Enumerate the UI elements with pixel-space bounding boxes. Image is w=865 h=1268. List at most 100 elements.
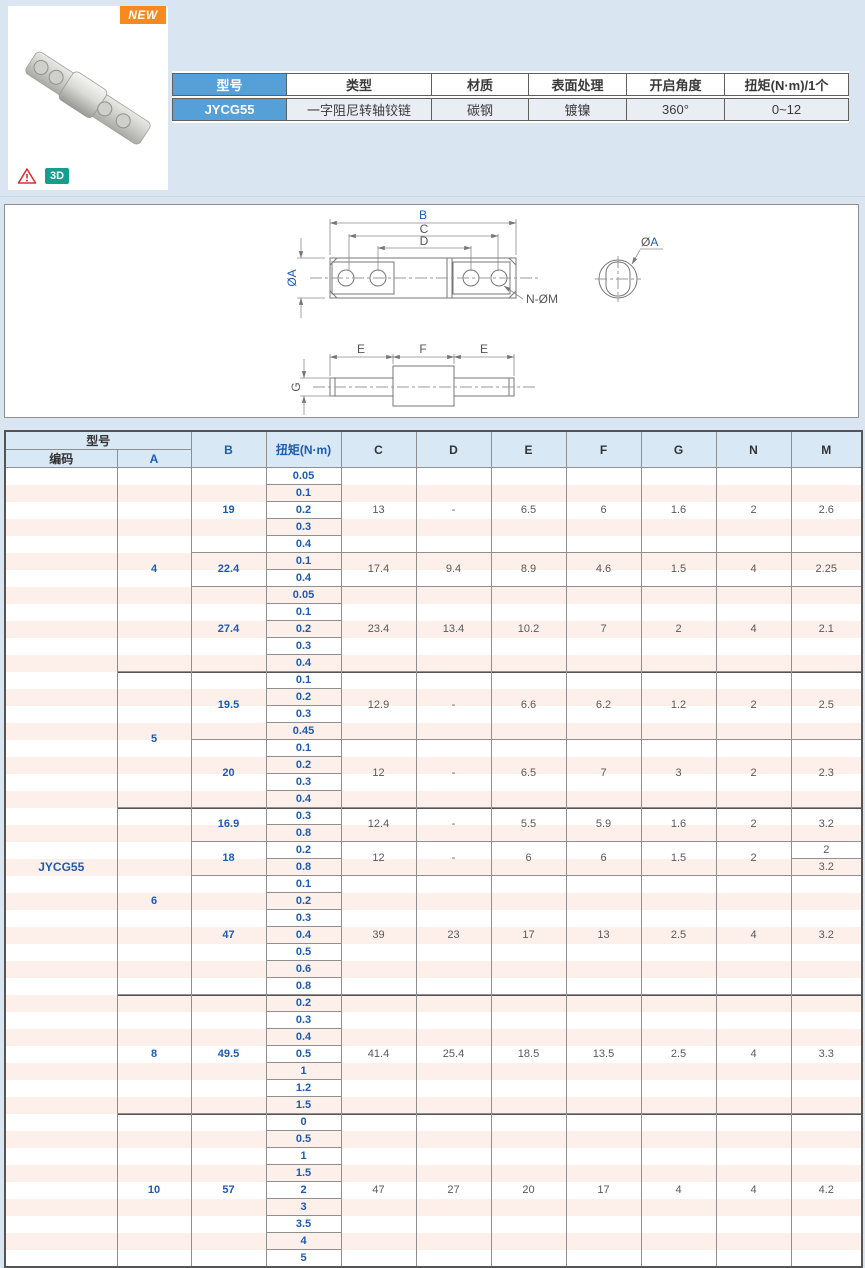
val-cell: 27 [415, 1113, 492, 1268]
product-image-panel: NEW 3D [8, 6, 168, 190]
dim-label-e1: E [357, 342, 365, 356]
val-cell: 6 [490, 841, 567, 876]
spec-value-model: JYCG55 [172, 98, 287, 121]
col-header-b: B [190, 430, 267, 468]
val-cell: 12.4 [340, 807, 417, 842]
val-cell: 2.6 [790, 467, 863, 553]
val-cell: 4 [640, 1113, 717, 1268]
torque-cell: 0.3 [265, 773, 342, 791]
torque-cell: 0.3 [265, 807, 342, 825]
col-header-code: 编码 [4, 449, 118, 468]
val-cell: 12 [340, 739, 417, 808]
val-cell: 23.4 [340, 586, 417, 672]
torque-cell: 0.05 [265, 586, 342, 604]
val-cell: 4.6 [565, 552, 642, 587]
torque-cell: 0.2 [265, 756, 342, 774]
technical-drawing: B C D ØA N-ØM ØA [285, 208, 663, 415]
warning-icon[interactable] [17, 167, 37, 185]
val-cell: 3.2 [790, 875, 863, 995]
val-cell: - [415, 841, 492, 876]
val-cell: 13.4 [415, 586, 492, 672]
torque-cell: 5 [265, 1249, 342, 1268]
torque-cell: 0.1 [265, 739, 342, 757]
3d-model-badge[interactable]: 3D [45, 168, 69, 184]
val-cell: 2.5 [640, 994, 717, 1114]
val-cell: 2.5 [790, 671, 863, 740]
val-cell: 5.9 [565, 807, 642, 842]
spec-value-type: 一字阻尼转轴铰链 [287, 98, 432, 121]
torque-cell: 3 [265, 1198, 342, 1216]
val-cell: 3 [640, 739, 717, 808]
torque-cell: 0.1 [265, 875, 342, 893]
val-cell: 2.3 [790, 739, 863, 808]
val-cell: 47 [340, 1113, 417, 1268]
torque-cell: 0.3 [265, 909, 342, 927]
b-cell: 19 [190, 467, 267, 553]
val-cell: 6.5 [490, 467, 567, 553]
val-cell: 6 [565, 467, 642, 553]
spec-header-model: 型号 [172, 73, 287, 96]
val-cell: 4 [715, 552, 792, 587]
val-cell: 12.9 [340, 671, 417, 740]
val-cell: 4 [715, 1113, 792, 1268]
dim-label-e2: E [480, 342, 488, 356]
spec-value-torque: 0~12 [725, 98, 849, 121]
torque-cell: 0.2 [265, 688, 342, 706]
val-cell: 25.4 [415, 994, 492, 1114]
col-header-a: A [116, 449, 192, 468]
torque-cell: 0.2 [265, 841, 342, 859]
table-row: 0.5 [5, 943, 862, 961]
dim-label-d: D [420, 234, 429, 248]
torque-cell: 0.4 [265, 790, 342, 808]
col-header-model: 型号 [4, 430, 192, 450]
col-header-c: C [340, 430, 417, 468]
val-cell: 18.5 [490, 994, 567, 1114]
b-cell: 20 [190, 739, 267, 808]
spec-value-material: 碳钢 [432, 98, 529, 121]
val-cell: 2 [715, 739, 792, 808]
dim-label-b: B [419, 208, 427, 222]
val-cell: 5.5 [490, 807, 567, 842]
torque-cell: 0.2 [265, 994, 342, 1012]
val-cell: 4 [715, 586, 792, 672]
torque-cell: 0.1 [265, 484, 342, 502]
val-cell: 6.5 [490, 739, 567, 808]
torque-cell: 0.2 [265, 892, 342, 910]
b-cell: 57 [190, 1113, 267, 1268]
torque-cell: 0.4 [265, 654, 342, 672]
new-badge: NEW [120, 6, 166, 24]
spec-header-material: 材质 [432, 73, 529, 96]
spec-header-angle: 开启角度 [627, 73, 725, 96]
torque-cell: 1 [265, 1062, 342, 1080]
val-cell: 6.6 [490, 671, 567, 740]
torque-cell: 0.4 [265, 926, 342, 944]
val-cell: 2 [715, 671, 792, 740]
torque-cell: 0.45 [265, 722, 342, 740]
val-cell: 2.25 [790, 552, 863, 587]
val-cell: 2 [715, 467, 792, 553]
torque-cell: 0.1 [265, 603, 342, 621]
val-cell: - [415, 739, 492, 808]
col-header-m: M [790, 430, 863, 468]
val-cell: 2 [640, 586, 717, 672]
col-header-e: E [490, 430, 567, 468]
dim-label-f: F [419, 342, 426, 356]
val-cell: 4 [715, 994, 792, 1114]
b-cell: 27.4 [190, 586, 267, 672]
val-cell: 13 [340, 467, 417, 553]
val-cell: 2.1 [790, 586, 863, 672]
torque-cell: 0.4 [265, 569, 342, 587]
code-cell: JYCG55 [4, 467, 118, 1268]
dim-label-oa-right: ØA [641, 235, 658, 249]
b-cell: 18 [190, 841, 267, 876]
torque-cell: 0.1 [265, 552, 342, 570]
val-cell: 3.2 [790, 807, 863, 842]
val-cell: 1.5 [640, 552, 717, 587]
val-cell: - [415, 467, 492, 553]
val-cell: 10.2 [490, 586, 567, 672]
